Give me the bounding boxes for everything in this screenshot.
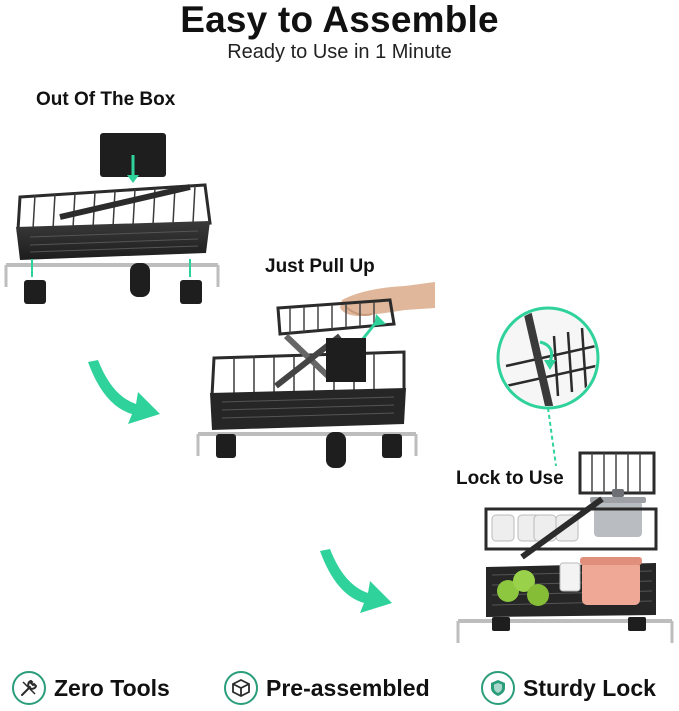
feature-zero-tools: Zero Tools xyxy=(12,671,170,705)
rack-assembled-illustration xyxy=(456,451,674,643)
step-label-out-of-box: Out Of The Box xyxy=(36,89,176,110)
page-subtitle: Ready to Use in 1 Minute xyxy=(227,41,452,63)
page-title: Easy to Assemble xyxy=(180,0,499,40)
step-label-lock: Lock to Use xyxy=(456,468,564,489)
flow-arrow-2 xyxy=(320,549,392,613)
lock-detail-zoom xyxy=(496,306,600,467)
rack-pull-up-illustration xyxy=(196,282,435,468)
flow-arrow-1 xyxy=(88,360,160,424)
step-label-pull-up: Just Pull Up xyxy=(265,256,375,277)
feature-pre-assembled: Pre-assembled xyxy=(224,671,430,705)
feature-sturdy-lock: Sturdy Lock xyxy=(481,671,656,705)
shield-icon xyxy=(481,671,515,705)
feature-label: Sturdy Lock xyxy=(523,674,656,701)
wrench-icon xyxy=(12,671,46,705)
feature-label: Pre-assembled xyxy=(266,674,430,701)
box-icon xyxy=(224,671,258,705)
feature-label: Zero Tools xyxy=(54,674,170,701)
rack-folded-illustration xyxy=(4,133,220,304)
